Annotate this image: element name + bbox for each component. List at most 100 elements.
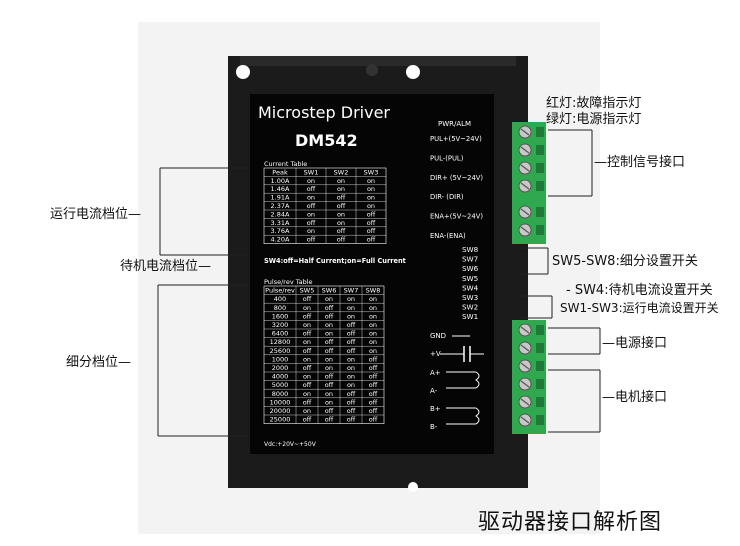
current-table-cell: on [307,210,315,218]
current-table-cell: 2.37A [271,202,290,210]
power-motor-terminal-label: GND [430,332,446,340]
power-motor-terminal-label: B- [430,423,438,431]
current-table-cell: on [367,177,375,185]
screw-slot [520,380,530,388]
pulse-table-cell: 8000 [272,390,289,398]
terminal-slot [536,361,544,371]
motor-port-label: —电机接口 [602,390,668,405]
pulse-table-cell: off [369,373,378,381]
pulse-table-header-cell: SW7 [344,287,359,295]
pulse-table-cell: off [347,330,356,338]
pulse-table-cell: 25600 [270,347,291,355]
enable-terminal-block [512,200,546,244]
screw-slot [520,226,530,234]
screw-slot [520,362,530,370]
pulse-table-cell: off [303,347,312,355]
screw-slot [520,344,530,352]
current-table-cell: off [307,202,316,210]
current-table-cell: on [307,194,315,202]
terminal-slot [536,325,544,335]
pulse-table-cell: on [347,355,355,363]
pulse-table-cell: off [325,338,334,346]
current-table-cell: 1.00A [271,177,290,185]
pulse-table-cell: on [369,338,377,346]
pulse-table-cell: off [347,321,356,329]
mount-hole-bottom [408,482,418,492]
current-table-title: Current Table [264,160,307,168]
pulse-table-cell: off [325,381,334,389]
screw-slot [520,208,530,216]
pulse-table-cell: on [303,373,311,381]
current-table-cell: 3.76A [271,227,290,235]
pulse-table-cell: 1600 [272,312,289,320]
pulse-table-cell: off [325,347,334,355]
pulse-table-cell: on [347,304,355,312]
signal-terminal-label: DIR- (DIR) [430,193,464,201]
power-port-label: —电源接口 [602,336,668,351]
pulse-table-cell: 400 [274,295,286,303]
pulse-table-cell: off [369,390,378,398]
pulse-table-cell: 10000 [270,398,291,406]
pulse-table-cell: on [325,330,333,338]
pulse-table-cell: 2000 [272,364,289,372]
pulse-table-cell: off [303,364,312,372]
pulse-table-cell: off [303,312,312,320]
pulse-table-cell: on [303,407,311,415]
current-table-cell: on [337,219,345,227]
pulse-table-cell: on [303,321,311,329]
terminal-slot [536,397,544,407]
pulse-table-cell: on [325,295,333,303]
pulse-table-cell: off [347,347,356,355]
pulse-table-cell: on [369,295,377,303]
pulse-table-cell: off [347,398,356,406]
screw-slot [520,416,530,424]
pulse-table-cell: off [303,295,312,303]
terminal-slot [536,163,544,173]
pulse-table-cell: on [347,312,355,320]
pwr-alm-label: PWR/ALM [438,120,471,128]
diagram-caption: 驱动器接口解析图 [478,510,663,535]
current-table-cell: on [337,210,345,218]
pulse-table-cell: off [347,416,356,424]
current-table-cell: off [337,202,346,210]
pulse-table-cell: off [369,381,378,389]
power-motor-terminal-label: A+ [430,369,441,377]
pulse-table-cell: on [369,312,377,320]
pulse-table-cell: off [347,407,356,415]
pulse-table-cell: off [369,407,378,415]
pulse-table-cell: off [325,373,334,381]
current-table-cell: off [337,227,346,235]
model-label: DM542 [295,131,358,150]
pulse-table-cell: on [347,381,355,389]
motor-coil-a-symbol [446,371,480,389]
signal-terminal-label: ENA+(5V~24V) [430,213,483,221]
terminal-slot [536,225,544,235]
pulse-table-cell: off [369,355,378,363]
current-table-header-cell: SW2 [334,168,349,176]
running-current-label: 运行电流档位— [50,207,142,222]
pulse-table-cell: off [369,416,378,424]
pulse-table-cell: on [325,390,333,398]
switch-label: SW3 [462,293,478,302]
terminal-slot [536,343,544,353]
current-table-cell: 2.84A [271,210,290,218]
switch-label: SW5 [462,274,478,283]
current-table-cell: off [337,194,346,202]
current-table-cell: off [367,227,376,235]
current-table-cell: on [367,185,375,193]
terminal-slot [536,127,544,137]
current-table-cell: 1.46A [271,185,290,193]
pulse-table-cell: off [325,407,334,415]
current-table-header-cell: SW1 [304,168,319,176]
pulse-table-cell: on [347,364,355,372]
screw-slot [520,326,530,334]
microstep-label: 细分档位— [66,355,132,370]
current-table-cell: on [307,177,315,185]
current-table-cell: off [307,219,316,227]
green-led-label: 绿灯:电源指示灯 [546,112,642,127]
pulse-table-cell: 12800 [270,338,291,346]
current-table-cell: 3.31A [271,219,290,227]
pulse-table-cell: on [325,398,333,406]
pulse-table-cell: on [347,373,355,381]
